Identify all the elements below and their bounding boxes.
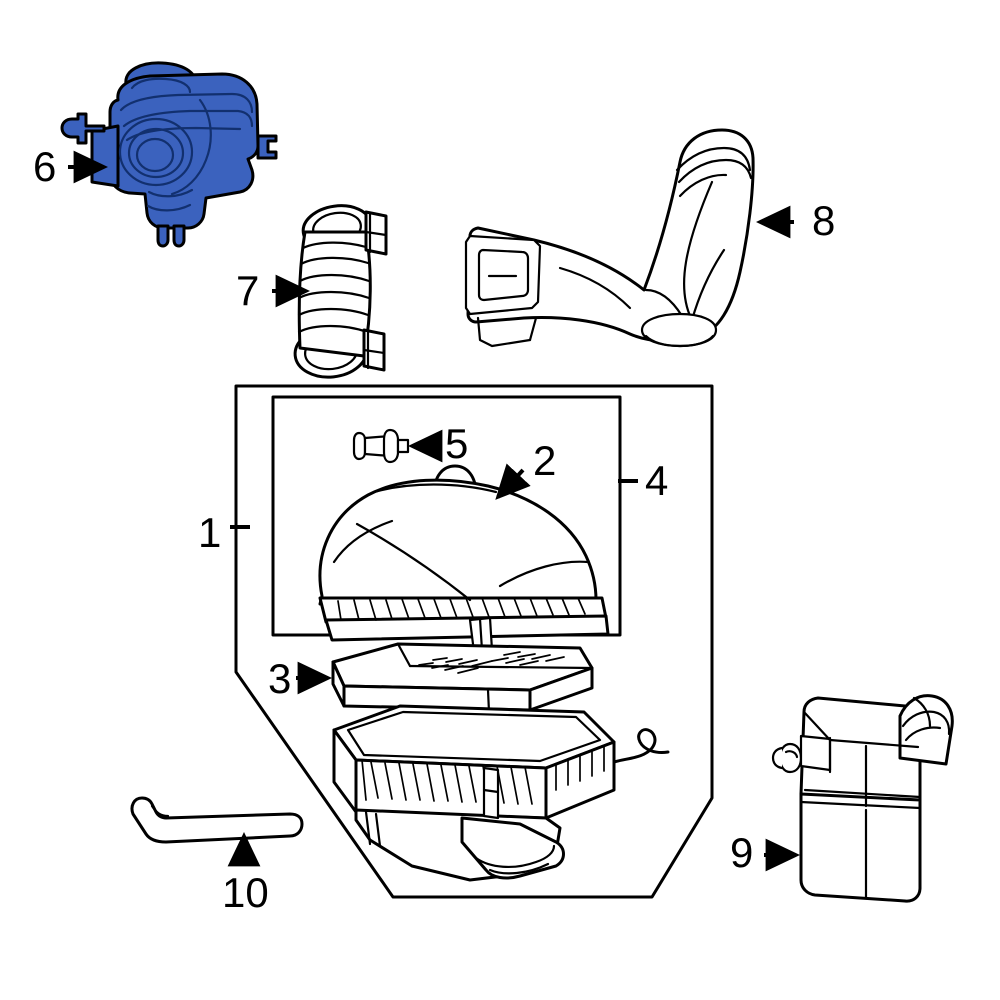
callout-number-9[interactable]: 9 (730, 829, 754, 876)
part-6-intake-valve[interactable] (60, 61, 278, 248)
part-9-resonator[interactable] (771, 694, 954, 903)
part-2-air-cleaner-cover[interactable] (318, 464, 610, 654)
air-cleaner-lower-housing[interactable] (332, 704, 670, 882)
part-7-corrugated-hose[interactable] (293, 201, 388, 380)
part-10-vent-hose[interactable] (130, 796, 304, 844)
callout-number-4[interactable]: 4 (645, 457, 669, 504)
callout-number-3[interactable]: 3 (268, 655, 292, 702)
callout-number-8[interactable]: 8 (812, 197, 836, 244)
callout-number-2[interactable]: 2 (533, 437, 557, 484)
callout-number-7[interactable]: 7 (236, 267, 260, 314)
part-1-assembly-outline[interactable] (234, 384, 714, 899)
callout-number-10[interactable]: 10 (222, 869, 269, 916)
callout-leader-2 (495, 463, 531, 500)
callout-number-1[interactable]: 1 (198, 509, 222, 556)
part-3-air-filter-element[interactable] (331, 642, 594, 714)
callout-number-5[interactable]: 5 (445, 420, 469, 467)
callout-number-6[interactable]: 6 (33, 143, 57, 190)
part-5-cover-bolt[interactable] (352, 428, 410, 464)
part-8-air-inlet-duct[interactable] (464, 128, 755, 348)
